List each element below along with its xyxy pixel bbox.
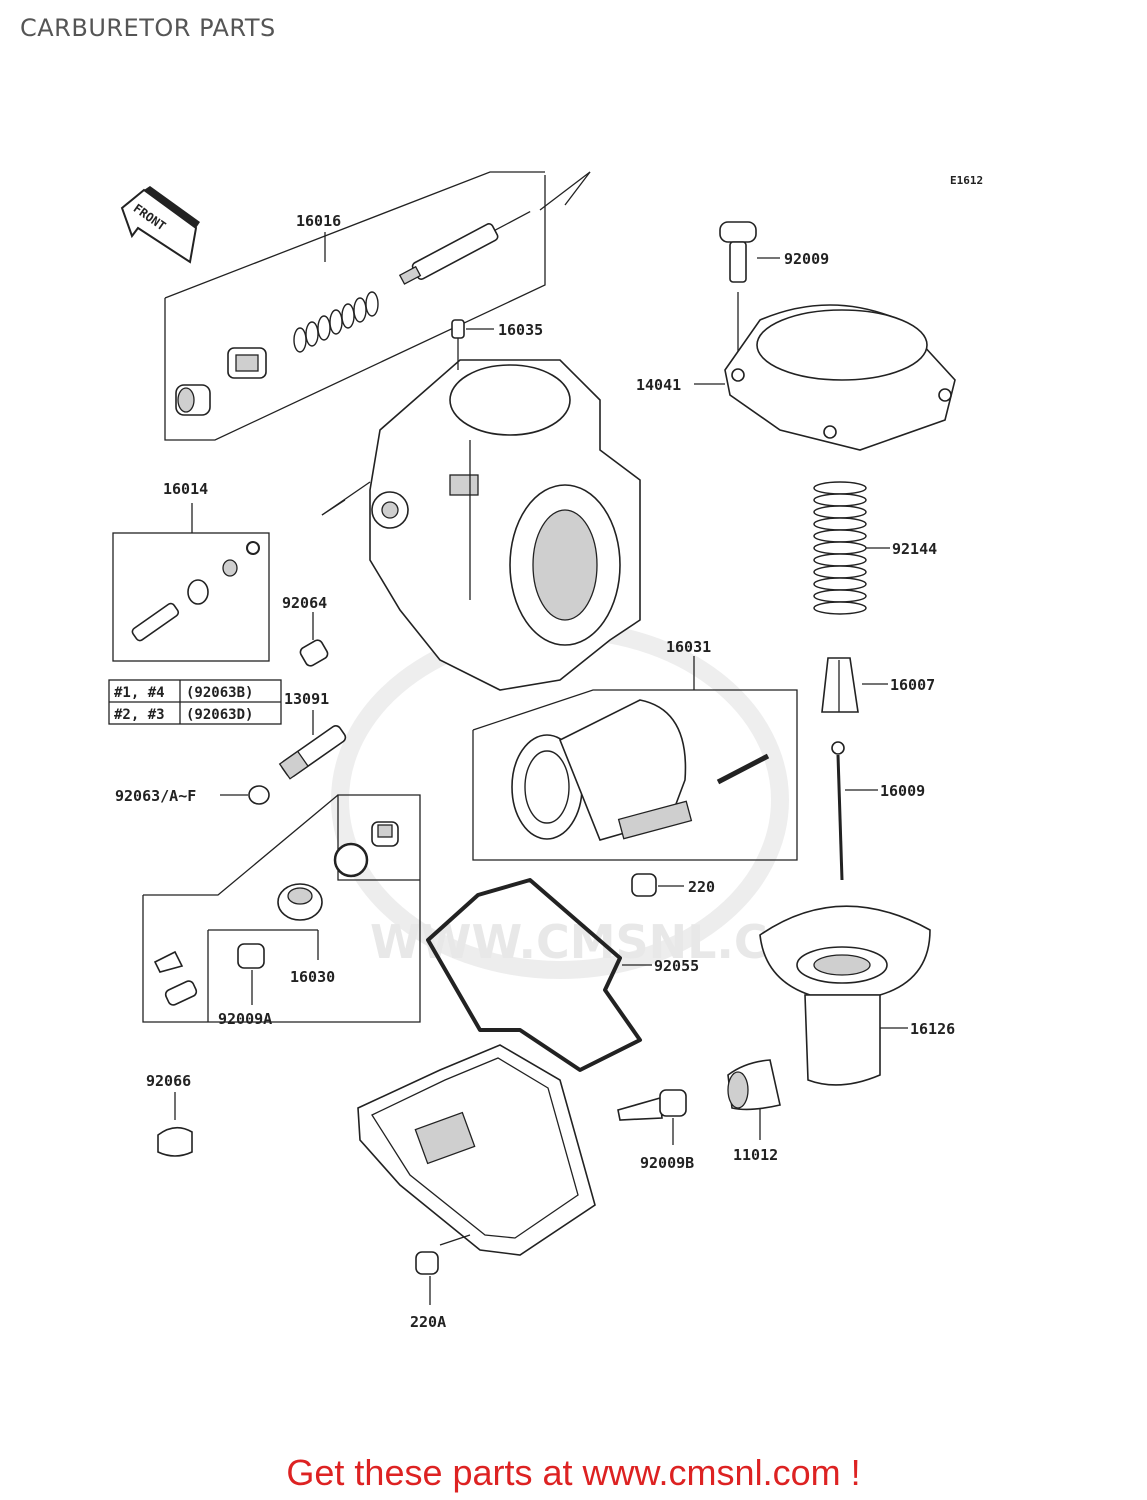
table-row-1-part: (92063B)	[186, 685, 253, 701]
part-label-92144: 92144	[892, 540, 937, 558]
part-220-group: 220	[631, 873, 715, 897]
part-label-220A: 220A	[410, 1313, 446, 1331]
part-label-16016: 16016	[296, 212, 341, 230]
part-label-11012: 11012	[733, 1146, 778, 1164]
footer-link[interactable]: Get these parts at www.cmsnl.com !	[286, 1452, 861, 1493]
part-label-16030: 16030	[290, 968, 335, 986]
float-bowl: 220A	[357, 1044, 596, 1331]
part-label-14041: 14041	[636, 376, 681, 394]
carburetor-body: 16035	[321, 319, 641, 691]
part-label-92009A: 92009A	[218, 1010, 272, 1028]
part-16007-group: 16007	[821, 657, 935, 713]
part-label-16126: 16126	[910, 1020, 955, 1038]
part-11012-group: 11012	[727, 1059, 781, 1164]
part-16031-group: 16031	[472, 638, 798, 861]
part-16126-group: 16126	[759, 905, 955, 1086]
part-92009B-group: 92009B	[617, 1089, 694, 1172]
part-92064-group: 92064	[282, 594, 329, 667]
part-label-92055: 92055	[654, 957, 699, 975]
part-label-16009: 16009	[880, 782, 925, 800]
part-92144-spring: 92144	[813, 481, 937, 615]
part-13091-group: 13091	[278, 690, 347, 780]
part-label-92063: 92063/A~F	[115, 787, 196, 805]
parts-diagram: WWW.CMSNL.COM E1612 FRONT	[108, 171, 983, 1331]
table-row-2-cyl: #2, #3	[114, 707, 165, 723]
part-label-92064: 92064	[282, 594, 327, 612]
part-label-16007: 16007	[890, 676, 935, 694]
cylinder-table: #1, #4 (92063B) #2, #3 (92063D)	[108, 679, 282, 725]
page-title: CARBURETOR PARTS	[20, 14, 276, 42]
part-label-92009: 92009	[784, 250, 829, 268]
part-label-16031: 16031	[666, 638, 711, 656]
part-16030-group: 16030 92009A	[142, 794, 421, 1028]
part-92055-gasket: 92055	[426, 878, 699, 1072]
part-label-92066: 92066	[146, 1072, 191, 1090]
part-16009-group: 16009	[831, 741, 925, 881]
part-16014-group: 16014	[112, 480, 270, 662]
part-92063-group: 92063/A~F	[115, 785, 270, 805]
part-16016-group: 16016	[164, 171, 591, 441]
table-row-2-part: (92063D)	[186, 707, 253, 723]
part-92009-14041-group: 92009 14041	[636, 221, 956, 451]
part-label-13091: 13091	[284, 690, 329, 708]
part-label-16014: 16014	[163, 480, 208, 498]
table-row-1-cyl: #1, #4	[114, 685, 165, 701]
part-92066-group: 92066	[146, 1072, 193, 1157]
part-label-16035: 16035	[498, 321, 543, 339]
part-label-92009B: 92009B	[640, 1154, 694, 1172]
front-arrow-icon: FRONT	[120, 186, 200, 264]
diagram-code: E1612	[950, 174, 983, 187]
part-label-220: 220	[688, 878, 715, 896]
